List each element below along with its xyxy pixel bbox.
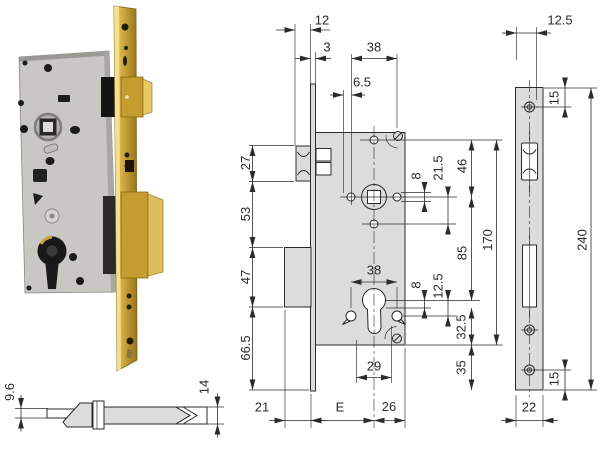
faceplate-front — [310, 83, 316, 392]
dim-latch-thickness: 9.6 — [2, 383, 17, 401]
dim-deadbolt-height: 47 — [238, 270, 253, 284]
dim-follower-to-hole: 21.5 — [431, 155, 446, 180]
bottom-screw — [384, 326, 402, 344]
dim-bottom-hole-span: 29 — [367, 359, 381, 374]
deadbolt-photo — [120, 191, 164, 279]
lock-body-side — [103, 406, 191, 425]
fixing-screw — [44, 208, 60, 224]
latch-head-side — [62, 402, 93, 428]
dim-top-hole-offset: 6.5 — [353, 75, 371, 90]
dim-cylinder-width: 38 — [367, 263, 381, 278]
teardrop-hole-left — [342, 310, 357, 325]
plate-screw-bottom — [521, 364, 538, 376]
dim-top-to-follower: 46 — [455, 159, 470, 173]
dim-axis-to-edge: 26 — [382, 399, 396, 414]
dim-body-to-plate-bottom: 35 — [454, 360, 469, 374]
dim-top-hole-span: 38 — [367, 40, 381, 55]
body-holes — [18, 60, 84, 291]
dim-plate-height: 240 — [575, 229, 590, 251]
spring-stud — [43, 143, 59, 154]
lock-photo — [18, 5, 164, 372]
side-view: 9.6 14 — [2, 380, 224, 438]
faceplate-view: 12.5 15 240 15 22 — [501, 13, 597, 427]
latch-inner-upper — [315, 148, 332, 162]
latch-bolt-front — [295, 145, 311, 182]
follower-hub — [33, 112, 63, 142]
dim-plate-top-hole: 15 — [547, 91, 562, 105]
body-plate-top-edge — [19, 51, 110, 62]
body-side-end — [174, 406, 208, 425]
dim-body-thickness: 14 — [197, 380, 212, 394]
dim-cylinder-to-side-holes: 12.5 — [431, 273, 446, 298]
plate-screw-mid — [521, 324, 538, 336]
dim-cylinder-to-body-bottom: 32.5 — [454, 314, 469, 339]
front-view: 12 3 38 6.5 27 53 47 66.5 8 — [238, 13, 503, 428]
faceplate-highlight — [114, 6, 121, 371]
dim-cylinder-offset: 8 — [409, 281, 424, 288]
dim-latch-projection: 12 — [315, 13, 329, 28]
dim-plate-bottom-hole: 15 — [547, 372, 562, 386]
deadbolt-front — [284, 247, 312, 308]
dim-backset: E — [336, 400, 345, 415]
dim-plate-hole-top-offset: 12.5 — [547, 13, 572, 28]
plate-screw-top — [521, 101, 538, 113]
dim-deadbolt-throw: 21 — [255, 400, 269, 415]
dim-latch-height: 27 — [238, 156, 253, 170]
teardrop-hole-right — [391, 310, 406, 325]
latch-bolt-photo — [120, 76, 153, 118]
faceplate-side — [92, 400, 105, 430]
dim-plate-thickness: 3 — [323, 40, 330, 55]
dim-latch-to-deadbolt: 53 — [238, 207, 253, 221]
dim-follower-to-cylinder: 85 — [455, 246, 470, 260]
dim-plate-width: 22 — [522, 400, 536, 415]
dim-body-height: 170 — [480, 229, 495, 251]
dim-follower-offset: 8 — [409, 172, 424, 179]
dim-below-deadbolt: 66.5 — [238, 335, 253, 360]
latch-cutout — [521, 131, 538, 192]
cylinder-keyhole — [37, 235, 67, 289]
latch-opening — [101, 77, 116, 117]
latch-inner-lower — [315, 162, 332, 176]
top-screw — [385, 131, 403, 149]
faceplate-holes — [121, 23, 134, 359]
